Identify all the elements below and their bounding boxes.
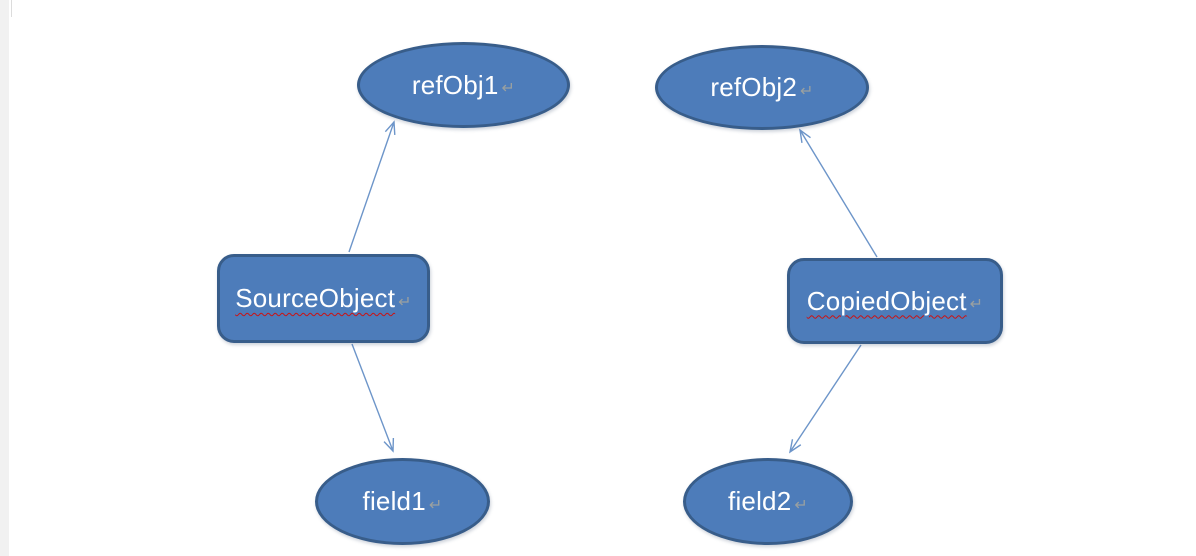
node-refobj1-label: refObj1 xyxy=(411,69,499,100)
node-copiedobject-label: CopiedObject xyxy=(806,285,967,316)
connector-copied-to-field2[interactable] xyxy=(788,344,862,454)
node-copiedobject[interactable]: CopiedObject ↵ xyxy=(787,258,1003,344)
node-field1-label: field1 xyxy=(362,486,426,516)
node-sourceobject[interactable]: SourceObject ↵ xyxy=(217,254,430,343)
connector-copied-to-refobj2[interactable] xyxy=(799,128,878,258)
paragraph-mark-icon: ↵ xyxy=(800,82,814,100)
paragraph-mark-icon: ↵ xyxy=(428,496,443,514)
node-field1[interactable]: field1 ↵ xyxy=(315,458,490,545)
node-refobj2-label: refObj2 xyxy=(710,72,798,102)
page-margin-strip xyxy=(0,0,9,556)
node-refobj1[interactable]: refObj1 ↵ xyxy=(357,42,570,128)
node-sourceobject-label: SourceObject xyxy=(235,283,396,313)
paragraph-mark-icon: ↵ xyxy=(794,496,808,514)
paragraph-mark-icon: ↵ xyxy=(501,80,516,97)
margin-guide-line xyxy=(11,0,12,17)
connector-source-to-refobj1[interactable] xyxy=(348,120,396,253)
node-field2[interactable]: field2 ↵ xyxy=(683,458,853,545)
node-field2-label: field2 xyxy=(728,486,792,516)
node-refobj2[interactable]: refObj2 ↵ xyxy=(655,45,869,130)
paragraph-mark-icon: ↵ xyxy=(969,296,984,313)
connector-source-to-field1[interactable] xyxy=(351,343,395,453)
paragraph-mark-icon: ↵ xyxy=(398,293,412,311)
